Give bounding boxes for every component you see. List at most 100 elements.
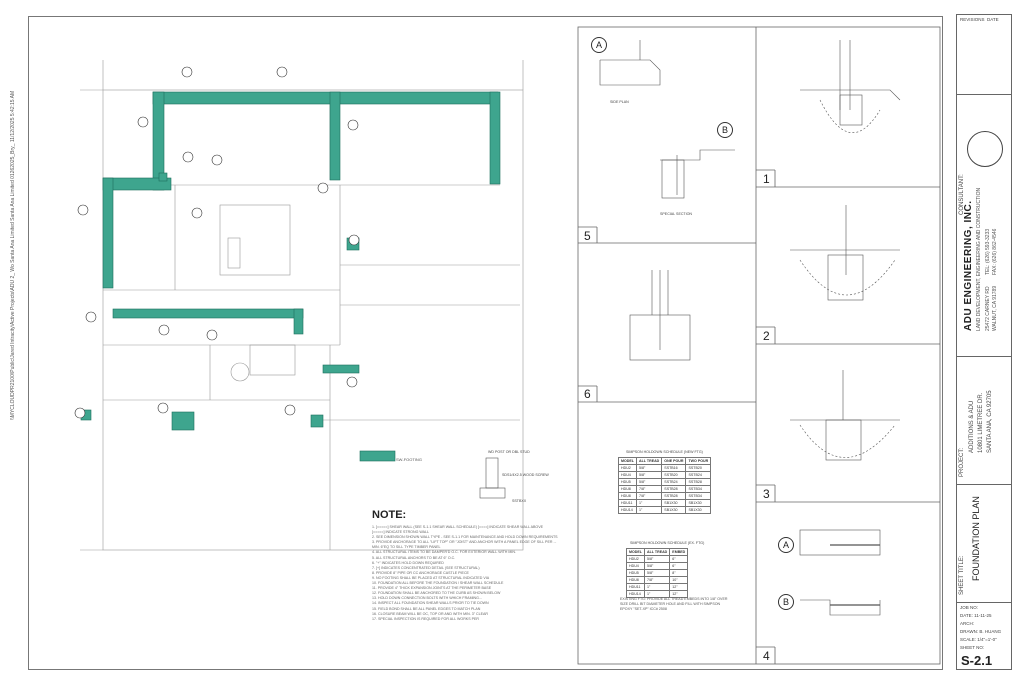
detail-letter-a-top: A	[591, 37, 607, 53]
title-block: REVISIONS DATE CONSULTANT: ADU ENGINEERI…	[956, 14, 1012, 670]
note-item: 4. ALL STRUCTURAL ITEMS TO BE DAMPER'D O…	[372, 550, 516, 555]
arch-row: ARCH:	[960, 621, 975, 626]
firm-name: ADU ENGINEERING, INC.	[963, 200, 974, 331]
table-cell: 5/8"	[635, 464, 663, 472]
table-cell: SSTB16	[661, 464, 687, 472]
notes-list: 1. [=====] SHEAR WALL (SEE S-1.1 SHEAR W…	[372, 525, 592, 622]
table-cell: SSTB28	[661, 485, 687, 493]
table-cell: 7/8"	[635, 492, 663, 500]
note-item: 6. "+" INDICATES HOLD DOWN REQUIRED	[372, 560, 444, 565]
table-cell: HDU8	[618, 485, 637, 493]
firm-fax: FAX: (626) 862-4546	[992, 228, 998, 275]
table-cell: HDU11	[626, 583, 645, 591]
table-cell: 5/8"	[643, 555, 671, 563]
table-header-cell: ALL TREAD	[635, 457, 663, 465]
table-cell: SSTB20	[661, 471, 687, 479]
hd-schedule-title: SIMPSON HOLDOWN SCHEDULE (NEW FTG)	[626, 450, 703, 454]
table-cell: SSTB24	[685, 471, 712, 479]
table-cell: 8"	[669, 569, 689, 577]
table-header-cell: ONE POUR	[661, 457, 687, 465]
detail-number-4: 4	[763, 649, 770, 663]
post-detail-label-1: WD POST OR DBL STUD	[488, 450, 530, 454]
notes-title: NOTE:	[372, 509, 407, 521]
legend-label: SW-FOOTING	[396, 457, 422, 462]
table-cell: SSTB34	[685, 485, 712, 493]
note-item: 11. PROVIDE 4" THICK EXPANSION JOINTS AT…	[372, 586, 492, 591]
table-cell: SSTB28	[661, 492, 687, 500]
revisions-label: REVISIONS	[960, 17, 985, 22]
job-no-row: JOB NO:	[960, 605, 979, 610]
table-cell: 6"	[669, 562, 689, 570]
firm-subtitle: LAND DEVELOPMENT, ENGINEERING AND CONSTR…	[976, 187, 982, 331]
firm-tel: TEL: (626) 593-3233	[985, 228, 991, 275]
detail-letter-a-bottom: A	[778, 537, 794, 553]
table-cell: HDU8	[626, 576, 645, 584]
table-cell: SB1X30	[661, 499, 687, 507]
table-cell: 1"	[643, 590, 671, 598]
detail-number-3: 3	[763, 487, 770, 501]
table-cell: 1"	[635, 499, 663, 507]
note-item: 2. SEE DIMENSION SHOWN WALL TYPE - SEE S…	[372, 535, 558, 540]
table-cell: SSTB20	[685, 464, 712, 472]
table-cell: 10"	[669, 576, 689, 584]
note-item: 9. NO FOOTING SHALL BE PLACED AT STRUCTU…	[372, 575, 490, 580]
table-cell: HDU5	[618, 478, 637, 486]
table-header-cell: TWO POUR	[685, 457, 712, 465]
detail-number-6: 6	[584, 387, 591, 401]
table-cell: 5/8"	[635, 471, 663, 479]
drawing-sheet	[28, 16, 943, 670]
firm-logo	[967, 131, 1003, 167]
project-address: 10801 LIMETREE DR.	[978, 392, 984, 453]
anchor-note: EXISTING FTG: PROVIDE ALL TREAD EMBEDS I…	[620, 597, 728, 611]
table-cell: SB1X30	[685, 499, 712, 507]
sheet-no-label: SHEET NO:	[960, 645, 985, 650]
table-cell: SSTB28	[685, 478, 712, 486]
note-item: 8. PROVIDE 8" PIPE OR CC ANCHORAGE CASTL…	[372, 570, 469, 575]
sheet-title-block: SHEET TITLE: FOUNDATION PLAN	[957, 485, 1011, 603]
table-header-cell: MODEL	[618, 457, 637, 465]
project-block: PROJECT: ADDITIONS & ADU 10801 LIMETREE …	[957, 357, 1011, 485]
firm-block: CONSULTANT: ADU ENGINEERING, INC. LAND D…	[957, 95, 1011, 357]
table-cell: 1"	[643, 583, 671, 591]
table-cell: SB1X30	[685, 506, 712, 514]
scale-row: SCALE: 1/4"=1'-0"	[960, 637, 997, 642]
table-cell: SSTB34	[685, 492, 712, 500]
table-cell: 12"	[669, 590, 689, 598]
note-item: MIN. 6"EQ TO SILL TYPE TIMBER PANEL	[372, 545, 441, 550]
table-cell: 5/8"	[643, 562, 671, 570]
note-item: [=====] INDICATE STRONG WALL	[372, 530, 430, 535]
note-item: 14. INSPECT ALL FOUNDATION SHEAR WALLS P…	[372, 601, 489, 606]
table-header-cell: MODEL	[626, 548, 645, 556]
project-city: SANTA ANA, CA 92705	[987, 390, 993, 453]
note-item: 10. FOUNDATION ALL BEFORE THE FOUNDATION…	[372, 581, 504, 586]
table-cell: 5/8"	[635, 478, 663, 486]
table-cell: 5/8"	[643, 569, 671, 577]
table-cell: 6"	[669, 555, 689, 563]
hd-schedule-exist-title: SIMPSON HOLDOWN SCHEDULE (EX. FTG)	[630, 541, 705, 545]
post-detail-label-2: SDS1/4X2.5 WOOD SCREW	[502, 473, 549, 477]
note-item: 1. [=====] SHEAR WALL (SEE S-1.1 SHEAR W…	[372, 525, 543, 529]
detail-number-1: 1	[763, 172, 770, 186]
project-label: PROJECT:	[959, 447, 965, 477]
table-cell: SSTB24	[661, 478, 687, 486]
special-section-label: SPECIAL SECTION	[660, 212, 693, 216]
date-row: DATE: 11-11-25	[960, 613, 992, 618]
note-item: 12. FOUNDATION SHALL BE ANCHORED TO THE …	[372, 591, 501, 596]
table-cell: HDU14	[618, 506, 637, 514]
table-header-cell: EMBED	[669, 548, 689, 556]
table-cell: HDU2	[618, 464, 637, 472]
detail-letter-b-bottom: B	[778, 594, 794, 610]
sheet-title: FOUNDATION PLAN	[971, 496, 981, 581]
